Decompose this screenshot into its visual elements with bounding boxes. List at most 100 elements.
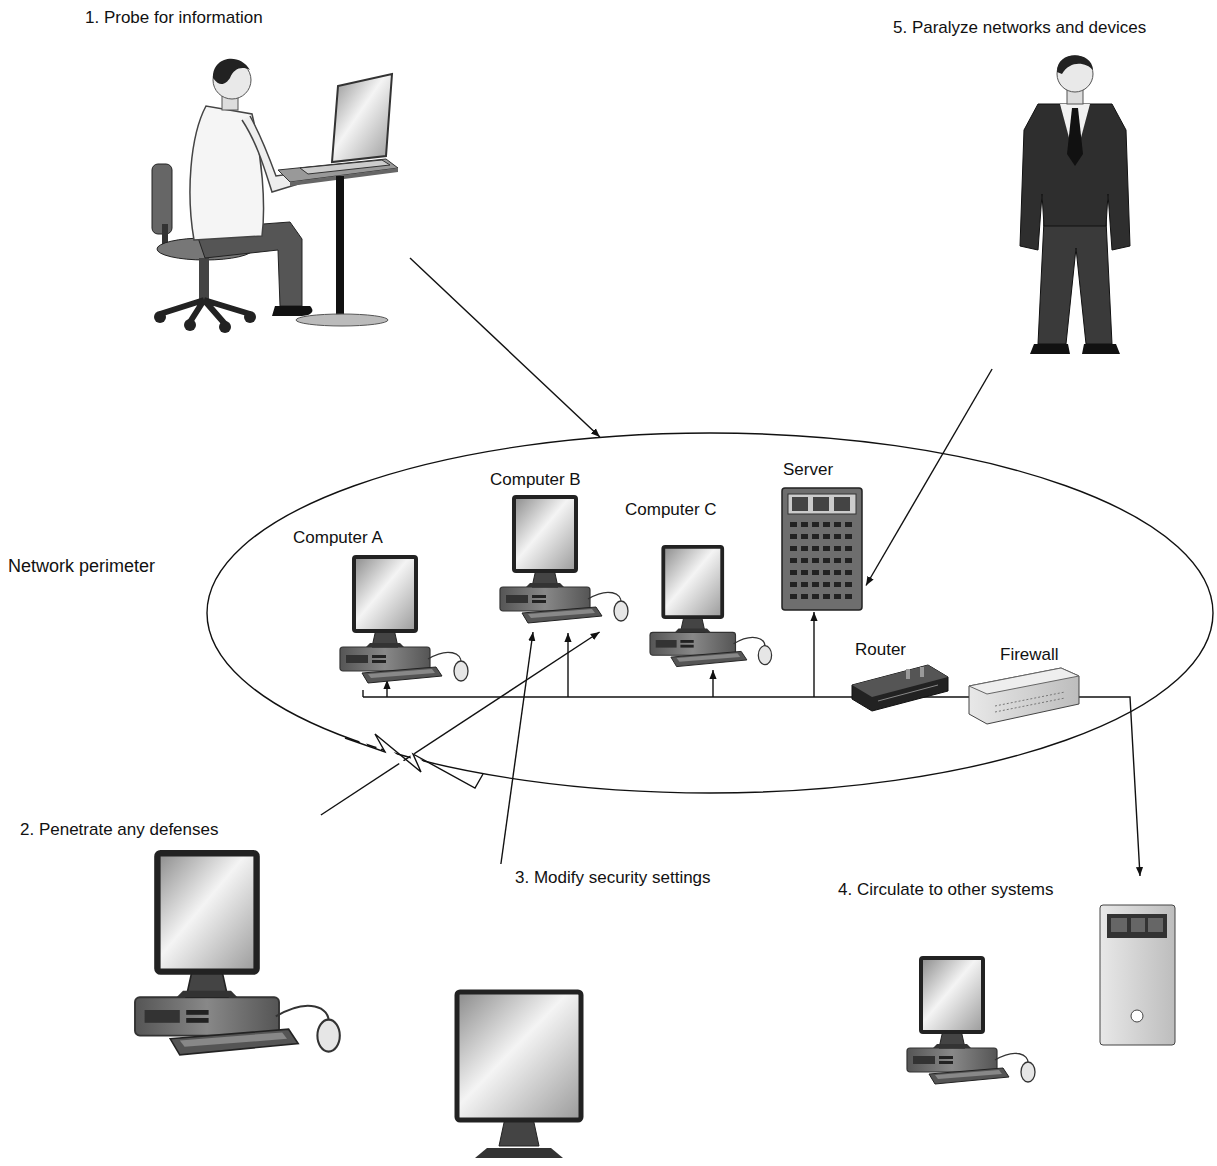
network-node: Firewall	[965, 642, 1085, 727]
drawing-part	[532, 600, 546, 603]
drawing-part	[340, 647, 430, 671]
drawing-part	[801, 594, 808, 599]
drawing-part	[506, 595, 528, 603]
drawing-part	[834, 522, 841, 527]
drawing-part	[677, 653, 741, 662]
node-picture	[290, 525, 475, 690]
drawing-part	[184, 319, 196, 331]
bus-arrow	[386, 680, 387, 697]
node-label: Network perimeter	[8, 556, 155, 576]
router-device	[852, 665, 948, 711]
drawing-part	[332, 74, 392, 162]
network-node: 1. Probe for information	[80, 4, 410, 334]
drawing-part	[354, 557, 416, 631]
drawing-part	[935, 1070, 1002, 1079]
drawing-part	[801, 582, 808, 587]
drawing-part	[428, 652, 461, 663]
drawing-part	[845, 558, 852, 563]
drawing-part	[457, 992, 581, 1120]
drawing-part	[939, 1061, 953, 1064]
drawing-part	[157, 853, 256, 971]
node-label: 1. Probe for information	[85, 8, 263, 28]
node-picture	[80, 4, 410, 334]
node-picture	[835, 876, 1180, 1098]
drawing-part	[907, 1048, 997, 1072]
drawing-part	[372, 655, 386, 658]
firewall-device	[969, 668, 1079, 724]
drawing-part	[317, 1020, 339, 1052]
drawing-part	[300, 160, 390, 174]
network-perimeter: Network perimeterComputer AComputer BCom…	[5, 430, 1213, 798]
bus-arrow	[813, 612, 814, 697]
drawing-part	[845, 594, 852, 599]
drawing-part	[813, 497, 829, 511]
drawing-part	[812, 582, 819, 587]
drawing-part	[834, 582, 841, 587]
drawing-part	[801, 534, 808, 539]
drawing-part	[812, 570, 819, 575]
drawing-part	[929, 1068, 1009, 1084]
drawing-part	[614, 601, 628, 621]
drawing-part	[906, 669, 910, 679]
node-picture	[488, 467, 633, 632]
drawing-part	[650, 632, 736, 655]
tower-case	[1100, 905, 1175, 1045]
node-picture	[623, 497, 781, 677]
network-node: Server	[778, 456, 866, 612]
drawing-part	[368, 669, 435, 678]
node-picture	[778, 456, 866, 612]
drawing-part	[823, 582, 830, 587]
drawing-part	[790, 522, 797, 527]
node-picture	[15, 815, 345, 1087]
desktop-computer	[340, 557, 468, 683]
drawing-part	[969, 668, 1079, 724]
drawing-part	[372, 660, 386, 663]
drawing-part	[790, 534, 797, 539]
network-node: Router	[848, 637, 952, 722]
drawing-part	[199, 258, 209, 300]
drawing-part	[336, 176, 344, 316]
node-label: 4. Circulate to other systems	[838, 880, 1053, 900]
drawing-part	[792, 497, 808, 511]
drawing-part	[680, 645, 693, 648]
node-label: Computer C	[625, 500, 717, 520]
drawing-part	[845, 522, 852, 527]
drawing-part	[656, 640, 677, 648]
bus-arrow	[567, 633, 568, 697]
node-label: Server	[783, 460, 833, 480]
attack-arrow	[866, 369, 992, 586]
drawing-part	[845, 534, 852, 539]
drawing-part	[920, 667, 924, 677]
drawing-part	[1020, 104, 1130, 250]
drawing-part	[834, 546, 841, 551]
drawing-part	[845, 546, 852, 551]
drawing-part	[834, 594, 841, 599]
desktop-computer	[650, 547, 772, 667]
drawing-part	[475, 1148, 563, 1158]
network-node: 5. Paralyze networks and devices	[890, 14, 1212, 369]
drawing-part	[1067, 108, 1083, 166]
attack-arrow	[321, 632, 600, 815]
drawing-part	[790, 570, 797, 575]
drawing-part	[1111, 918, 1127, 932]
drawing-part	[834, 534, 841, 539]
drawing-part	[1038, 220, 1112, 344]
bus-arrow	[712, 670, 713, 697]
drawing-part	[296, 314, 388, 326]
desktop-computer	[500, 497, 628, 623]
drawing-part	[834, 497, 850, 511]
node-label: 2. Penetrate any defenses	[20, 820, 218, 840]
drawing-part	[788, 494, 856, 514]
drawing-part	[801, 546, 808, 551]
drawing-part	[276, 1006, 329, 1023]
drawing-part	[823, 594, 830, 599]
drawing-part	[801, 570, 808, 575]
drawing-part	[363, 612, 1085, 697]
drawing-part	[135, 997, 279, 1035]
drawing-part	[532, 595, 546, 598]
drawing-part	[801, 522, 808, 527]
drawing-part	[177, 991, 238, 997]
drawing-part	[823, 546, 830, 551]
drawing-part	[845, 570, 852, 575]
drawing-part	[1107, 914, 1167, 938]
